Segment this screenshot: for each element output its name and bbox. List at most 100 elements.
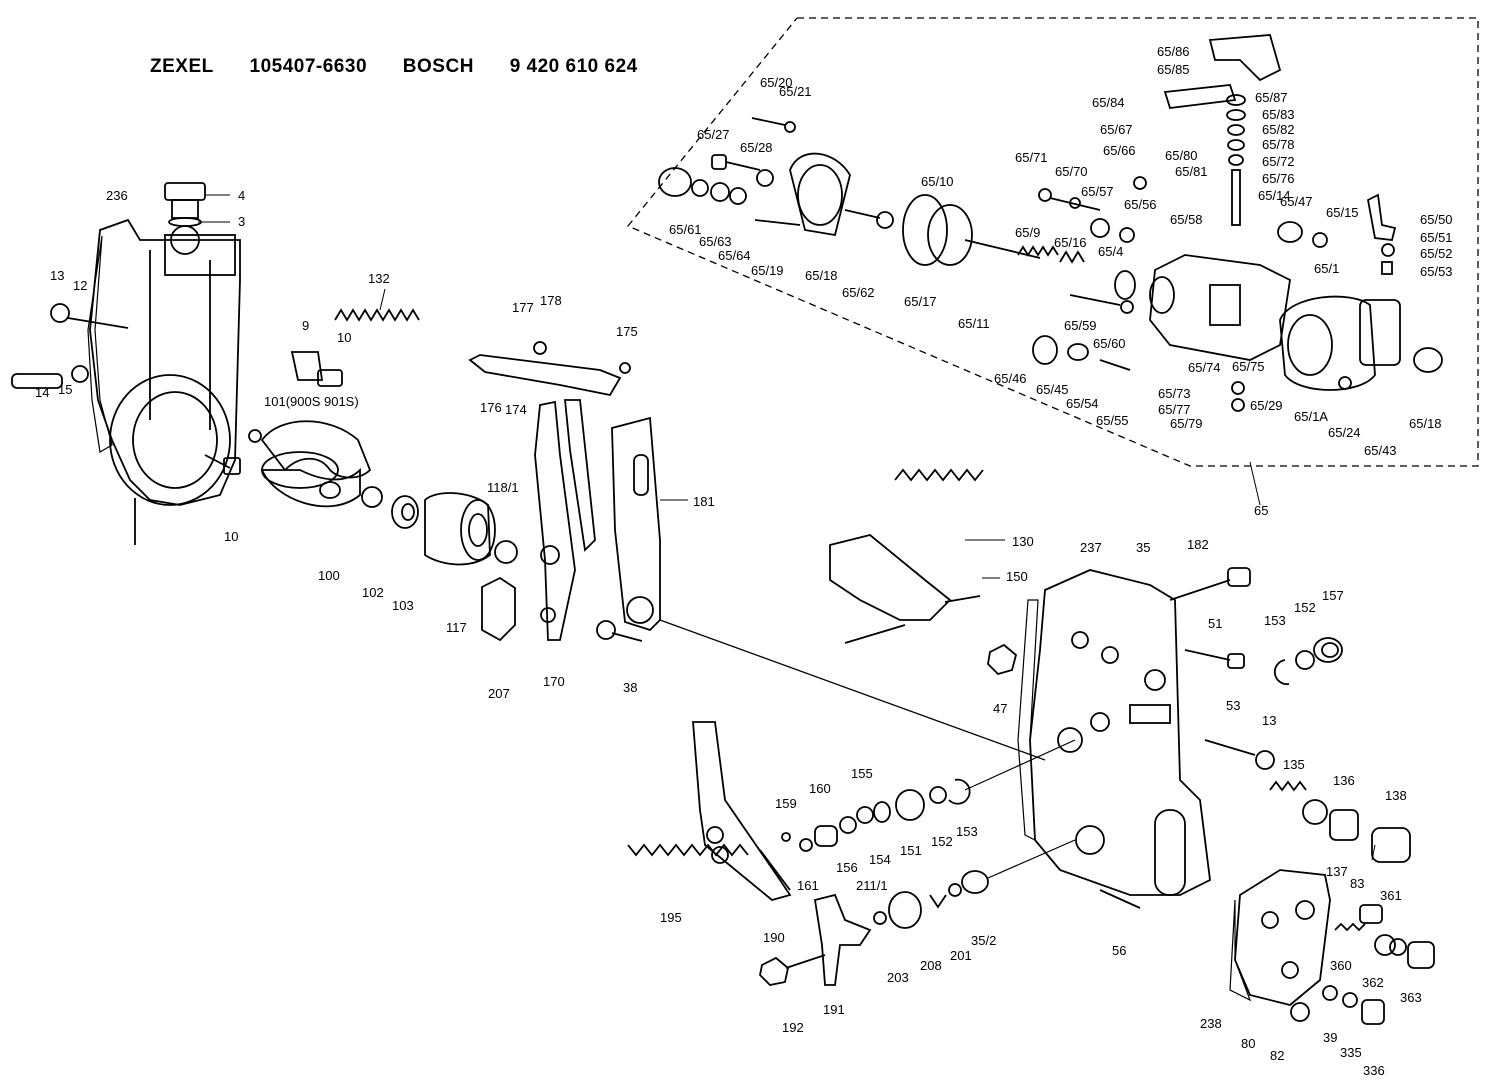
washer-65-60 [1120,300,1134,314]
part-label: 132 [368,271,390,286]
part-label: 65/56 [1124,197,1157,212]
part-label: 153 [956,824,978,839]
part-label: 65/19 [751,263,784,278]
part-label: 65/11 [958,316,990,331]
part-label: 83 [1350,876,1364,891]
lever-170 [534,399,596,641]
part-label: 65/82 [1262,122,1295,137]
part-label: 201 [950,948,972,963]
block-207 [481,576,516,642]
part-label: 203 [887,970,909,985]
part-label: 35 [1136,540,1150,555]
part-label: 362 [1362,975,1384,990]
part-label: 160 [809,781,831,796]
part-label: 13 [50,268,64,283]
part-label: 65/45 [1036,382,1069,397]
washer-201 [948,883,962,897]
part-label: 192 [782,1020,804,1035]
part-label: 65/83 [1262,107,1295,122]
bolt-82 [1290,1002,1310,1022]
washer-65-64b [729,187,747,205]
part-label: 65/74 [1188,360,1221,375]
part-label: 65/54 [1066,396,1099,411]
stack-65-87-76 [1226,94,1246,226]
bolt-38 [596,620,643,642]
part-label: 65/80 [1165,148,1198,163]
washer-65-70 [1069,197,1081,209]
part-label: 65/20 [760,75,793,90]
part-label: 136 [1333,773,1355,788]
part-label: 35/2 [971,933,996,948]
ring-152b [929,786,947,804]
spring-65-16 [1059,250,1085,264]
part-label: 65/70 [1055,164,1088,179]
part-label: 336 [1363,1063,1385,1078]
cover-35 [1017,569,1211,896]
part-label: 181 [693,494,715,509]
part-label: 150 [1006,569,1028,584]
part-label: 170 [543,674,565,689]
part-label: 65/46 [994,371,1027,386]
part-label: 65/28 [740,140,773,155]
bolt-65-19 [754,219,801,226]
part-label: 65/27 [697,127,730,142]
part-label: 65/52 [1420,246,1453,261]
part-label: 211/1 [856,878,888,893]
part-label: 151 [900,843,922,858]
part-label: 65/85 [1157,62,1190,77]
part-label: 130 [1012,534,1034,549]
part-label: 65/14 [1258,188,1291,203]
part-label: 175 [616,324,638,339]
sleeve-65-61 [658,167,692,197]
part-label: 65/18 [1409,416,1442,431]
part-label: 65/73 [1158,386,1191,401]
nut-336 [1361,999,1385,1025]
part-label: 191 [823,1002,845,1017]
part-label: 137 [1326,864,1348,879]
part-label: 56 [1112,943,1126,958]
part-label: 53 [1226,698,1240,713]
bolt-47 [987,643,1018,676]
disc-65-14 [1277,221,1303,243]
part-label: 102 [362,585,384,600]
washer-335 [1342,992,1358,1008]
part-number-2: 9 420 610 624 [509,56,638,77]
part-label: 10 [337,330,351,345]
linkage-line [964,739,1076,791]
ring-65-4 [1114,270,1136,300]
part-label: 159 [775,796,797,811]
washer-118-1 [494,540,518,564]
part-label: 65/62 [842,285,875,300]
bushing-203 [888,891,922,929]
part-label: 65/60 [1093,336,1126,351]
part-label: 65/79 [1170,416,1203,431]
part-label: 156 [836,860,858,875]
bolt-65-27 [711,154,761,171]
part-label: 153 [1264,613,1286,628]
part-label: 65/16 [1054,235,1087,250]
part-label: 195 [660,910,682,925]
part-label: 152 [931,834,953,849]
part-label: 65/84 [1092,95,1125,110]
clip-153 [1273,659,1290,686]
bolt-12 [50,303,129,329]
cover-65-29 [1279,295,1376,391]
flyweight-100 [260,420,372,508]
part-label: 65/47 [1280,194,1313,209]
part-label: 155 [851,766,873,781]
part-label: 177 [512,300,534,315]
part-label: 236 [106,188,128,203]
part-label: 38 [623,680,637,695]
part-label: 176 [480,400,502,415]
washer-362 [1374,934,1396,956]
part-label: 10 [224,529,238,544]
spring-135 [1269,780,1307,792]
pin-101 [248,429,262,443]
bolt-56 [1099,889,1141,909]
part-label: 238 [1200,1016,1222,1031]
part-label: 65/86 [1157,44,1190,59]
part-label: 208 [920,958,942,973]
bolt-14 [11,365,89,389]
part-label: 363 [1400,990,1422,1005]
